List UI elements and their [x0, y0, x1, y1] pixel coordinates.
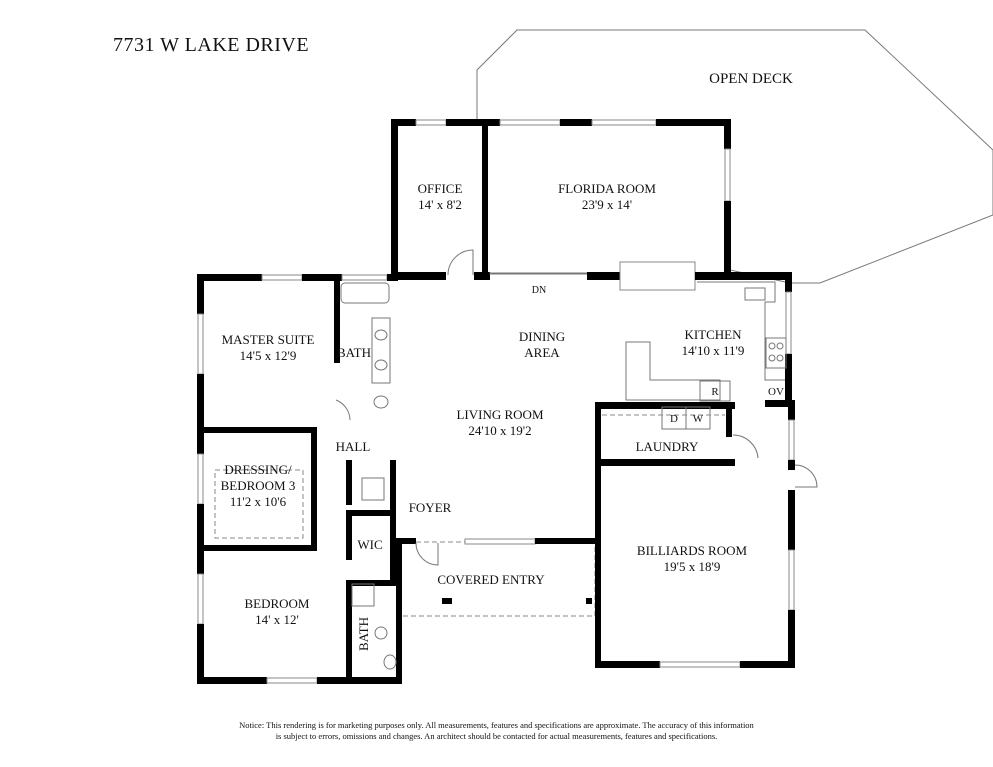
bedroom-size: 14' x 12': [255, 612, 299, 627]
refrigerator-label: R: [711, 386, 719, 398]
entry-post: [586, 598, 592, 604]
foyer-label: FOYER: [409, 500, 452, 515]
dining-label-1: DINING: [519, 329, 565, 344]
bedroom-label: BEDROOM: [244, 596, 309, 611]
notice-line-1: Notice: This rendering is for marketing …: [239, 720, 754, 730]
wic-label: WIC: [357, 537, 382, 552]
laundry-label: LAUNDRY: [636, 439, 699, 454]
dining-label-2: AREA: [524, 345, 560, 360]
hall-label: HALL: [336, 439, 371, 454]
dryer-label: D: [670, 413, 678, 425]
master-suite-label: MASTER SUITE: [222, 332, 315, 347]
entry-post: [442, 598, 452, 604]
fixtures: [214, 249, 818, 670]
property-address-title: 7731 W LAKE DRIVE: [113, 34, 310, 56]
walls: [197, 119, 795, 684]
florida-room-label: FLORIDA ROOM: [558, 181, 656, 196]
oven-label: OV: [768, 386, 784, 398]
living-room-size: 24'10 x 19'2: [468, 423, 531, 438]
master-bath-label: BATH: [337, 345, 371, 360]
dressing-label-1: DRESSING/: [224, 462, 292, 477]
stairs-down-label: DN: [532, 285, 546, 296]
dressing-label-2: BEDROOM 3: [221, 478, 296, 493]
billiards-room-label: BILLIARDS ROOM: [637, 543, 748, 558]
billiards-room-size: 19'5 x 18'9: [664, 559, 721, 574]
dressing-size: 11'2 x 10'6: [230, 494, 287, 509]
living-room-label: LIVING ROOM: [456, 407, 543, 422]
open-deck-outline: [476, 29, 993, 284]
washer-label: W: [693, 413, 704, 425]
office-size: 14' x 8'2: [418, 197, 462, 212]
kitchen-label: KITCHEN: [684, 327, 742, 342]
florida-room-size: 23'9 x 14': [582, 197, 632, 212]
covered-entry-label: COVERED ENTRY: [437, 572, 545, 587]
open-deck-label: OPEN DECK: [709, 71, 793, 87]
office-label: OFFICE: [418, 181, 463, 196]
master-suite-size: 14'5 x 12'9: [240, 348, 297, 363]
disclaimer-notice: Notice: This rendering is for marketing …: [150, 720, 843, 742]
notice-line-2: is subject to errors, omissions and chan…: [275, 731, 718, 741]
bath-2-label: BATH: [356, 617, 371, 651]
kitchen-size: 14'10 x 11'9: [682, 343, 745, 358]
